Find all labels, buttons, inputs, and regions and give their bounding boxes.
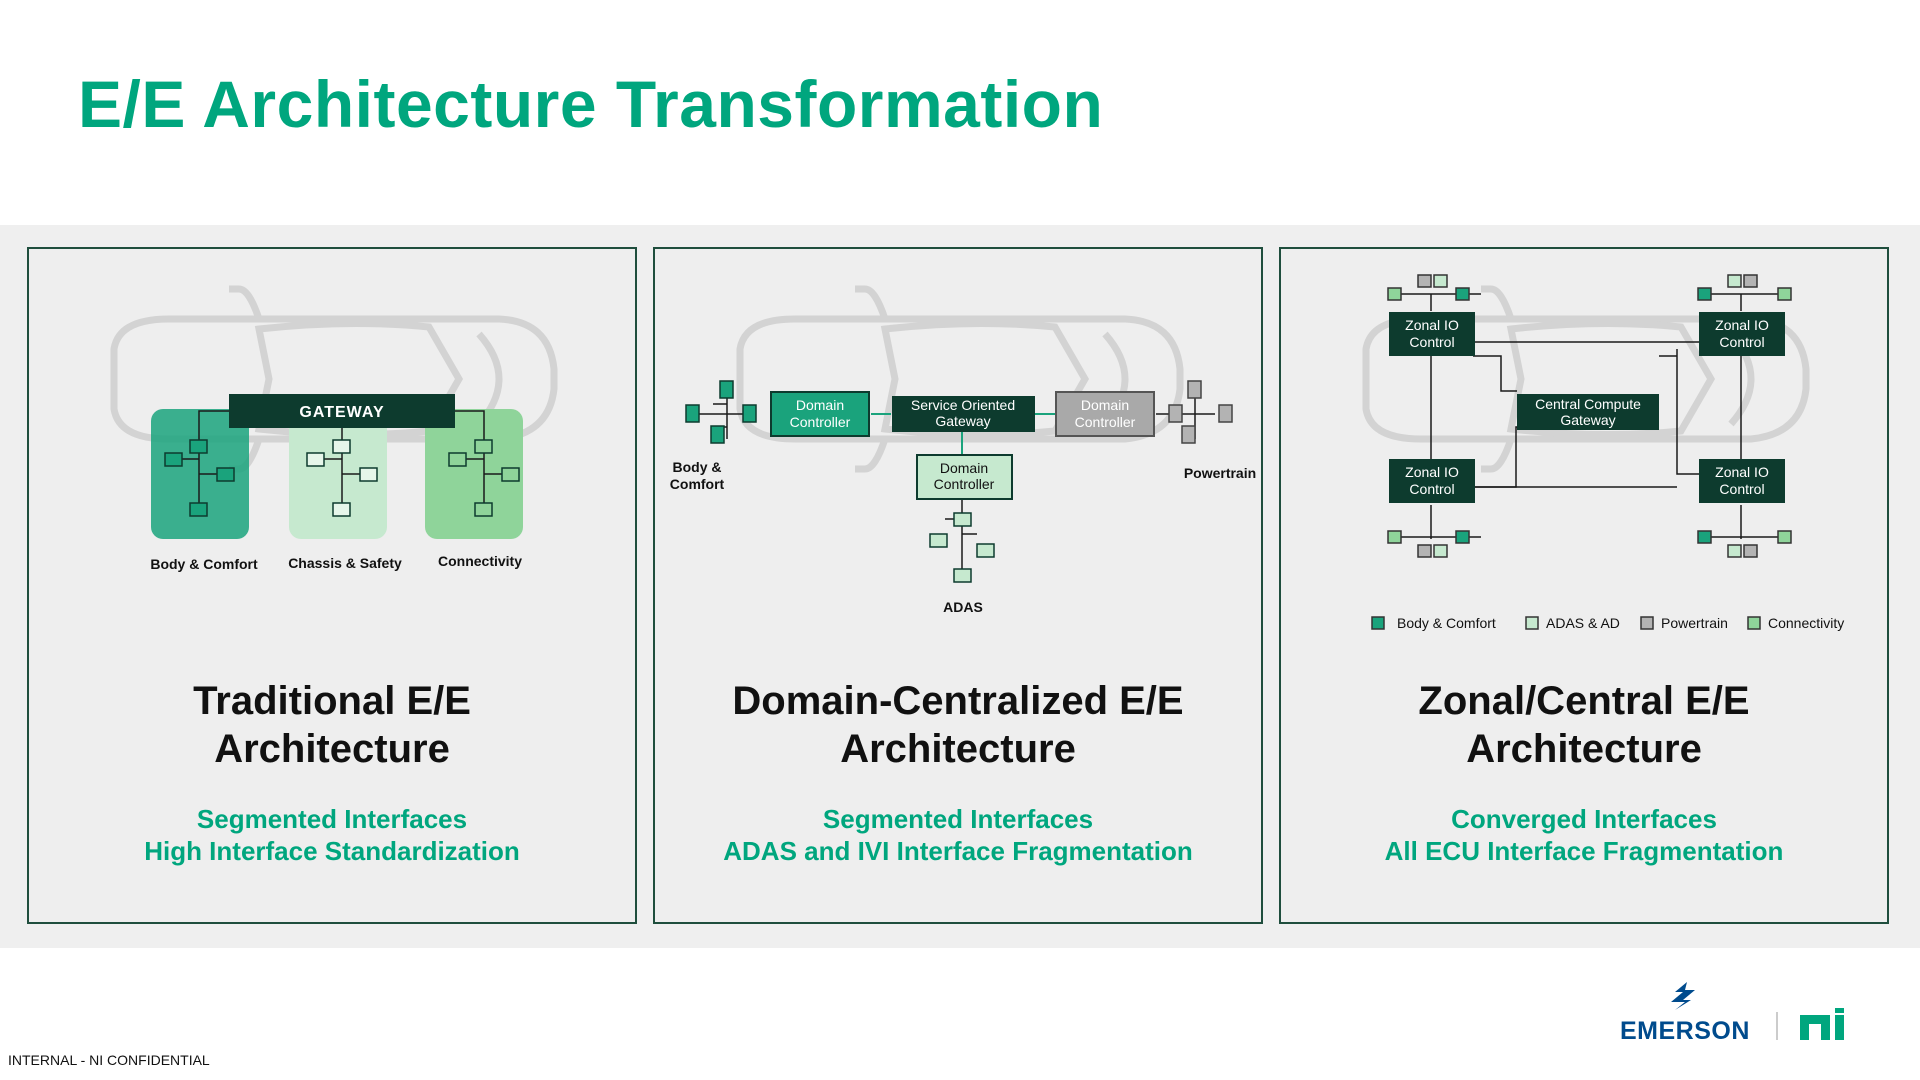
central-compute-box bbox=[1517, 394, 1659, 430]
panel-title-line2: Architecture bbox=[1466, 727, 1702, 771]
zonal-io-box-front-left bbox=[1389, 312, 1475, 356]
panel-title: Domain-Centralized E/E Architecture bbox=[655, 677, 1261, 773]
region-connectivity bbox=[425, 409, 523, 539]
panel-subtitle-line2: ADAS and IVI Interface Fragmentation bbox=[723, 836, 1193, 866]
soa-gateway-line1: Service Oriented bbox=[911, 397, 1015, 413]
domain-controller-powertrain-box bbox=[1055, 391, 1155, 437]
zonal-io-label-line1: Zonal IO bbox=[1405, 317, 1459, 333]
emerson-logo-text: EMERSON bbox=[1620, 1017, 1750, 1045]
panel-traditional: GATEWAY Body & Comfort Chassis & Saf bbox=[27, 247, 637, 924]
zonal-io-label-line1: Zonal IO bbox=[1715, 317, 1769, 333]
traditional-diagram: GATEWAY Body & Comfort Chassis & Saf bbox=[110, 285, 558, 572]
zonal-central-diagram: Zonal IO Control Zonal IO Control Zonal … bbox=[1362, 274, 1844, 631]
panel-domain-centralized: Domain Controller Service Oriented Gatew… bbox=[653, 247, 1263, 924]
zonal-io-box-rear-right bbox=[1699, 459, 1785, 503]
panel-subtitle: Converged Interfaces All ECU Interface F… bbox=[1281, 803, 1887, 867]
emerson-logo-icon bbox=[1671, 982, 1695, 1010]
central-compute-line1: Central Compute bbox=[1535, 396, 1641, 412]
label-powertrain: Powertrain bbox=[1184, 465, 1256, 481]
domain-controller-adas-line1: Domain bbox=[940, 460, 988, 476]
soa-gateway-line2: Gateway bbox=[935, 413, 990, 429]
panel-title-line1: Domain-Centralized E/E bbox=[732, 679, 1184, 723]
legend-label-powertrain: Powertrain bbox=[1661, 615, 1728, 631]
label-chassis-safety: Chassis & Safety bbox=[288, 555, 402, 571]
legend-label-adas: ADAS & AD bbox=[1546, 615, 1620, 631]
zonal-io-label-line2: Control bbox=[1409, 334, 1454, 350]
zonal-io-label-line2: Control bbox=[1409, 481, 1454, 497]
zonal-io-label-line1: Zonal IO bbox=[1405, 464, 1459, 480]
zonal-io-box-rear-left bbox=[1389, 459, 1475, 503]
legend-label-connectivity: Connectivity bbox=[1768, 615, 1844, 631]
legend-swatch-body-comfort bbox=[1371, 616, 1385, 630]
legend-label-body-comfort: Body & Comfort bbox=[1397, 615, 1496, 631]
label-body-comfort-line1: Body & bbox=[673, 459, 722, 475]
panel-title-line2: Architecture bbox=[840, 727, 1076, 771]
zonal-io-label-line1: Zonal IO bbox=[1715, 464, 1769, 480]
domain-controller-body-line2: Controller bbox=[790, 414, 851, 430]
soa-gateway-box bbox=[892, 396, 1035, 432]
domain-controller-body-line1: Domain bbox=[796, 397, 844, 413]
panel-subtitle-line2: High Interface Standardization bbox=[144, 836, 520, 866]
domain-controller-powertrain-line1: Domain bbox=[1081, 397, 1129, 413]
label-body-comfort-line2: Comfort bbox=[670, 476, 725, 492]
panel-title-line1: Zonal/Central E/E bbox=[1418, 679, 1750, 723]
panel-title: Zonal/Central E/E Architecture bbox=[1281, 677, 1887, 773]
legend-swatch-adas bbox=[1525, 616, 1539, 630]
panel-subtitle-line1: Segmented Interfaces bbox=[822, 804, 1094, 834]
confidential-note: INTERNAL - NI CONFIDENTIAL bbox=[8, 1052, 210, 1068]
panel-title-line2: Architecture bbox=[214, 727, 450, 771]
car-outline-icon bbox=[736, 285, 1184, 473]
domain-centralized-diagram: Domain Controller Service Oriented Gatew… bbox=[670, 285, 1256, 615]
central-compute-line2: Gateway bbox=[1560, 412, 1615, 428]
panel-subtitle-line1: Converged Interfaces bbox=[1451, 804, 1717, 834]
zonal-io-label-line2: Control bbox=[1719, 334, 1764, 350]
panel-title-line1: Traditional E/E bbox=[193, 679, 471, 723]
label-adas: ADAS bbox=[943, 599, 983, 615]
region-chassis-safety bbox=[289, 409, 387, 539]
panel-subtitle-line2: All ECU Interface Fragmentation bbox=[1384, 836, 1784, 866]
panel-zonal-central: Zonal IO Control Zonal IO Control Zonal … bbox=[1279, 247, 1889, 924]
gateway-label: GATEWAY bbox=[299, 404, 384, 421]
panel-subtitle: Segmented Interfaces ADAS and IVI Interf… bbox=[655, 803, 1261, 867]
domain-controller-powertrain-line2: Controller bbox=[1075, 414, 1136, 430]
panel-title: Traditional E/E Architecture bbox=[29, 677, 635, 773]
zonal-io-label-line2: Control bbox=[1719, 481, 1764, 497]
label-body-comfort: Body & Comfort bbox=[150, 556, 258, 572]
gateway-box bbox=[229, 394, 455, 428]
domain-controller-adas-line2: Controller bbox=[934, 476, 995, 492]
ni-logo-icon bbox=[1800, 1008, 1844, 1040]
legend-swatch-connectivity bbox=[1747, 616, 1761, 630]
legend-swatch-powertrain bbox=[1640, 616, 1654, 630]
logo-area bbox=[1671, 982, 1844, 1040]
domain-controller-adas-box bbox=[916, 454, 1013, 500]
label-connectivity: Connectivity bbox=[438, 553, 522, 569]
slide-title: E/E Architecture Transformation bbox=[78, 67, 1104, 141]
legend bbox=[1371, 616, 1761, 630]
zonal-io-box-front-right bbox=[1699, 312, 1785, 356]
panel-subtitle-line1: Segmented Interfaces bbox=[196, 804, 468, 834]
panel-subtitle: Segmented Interfaces High Interface Stan… bbox=[29, 803, 635, 867]
domain-controller-body-box bbox=[770, 391, 870, 437]
